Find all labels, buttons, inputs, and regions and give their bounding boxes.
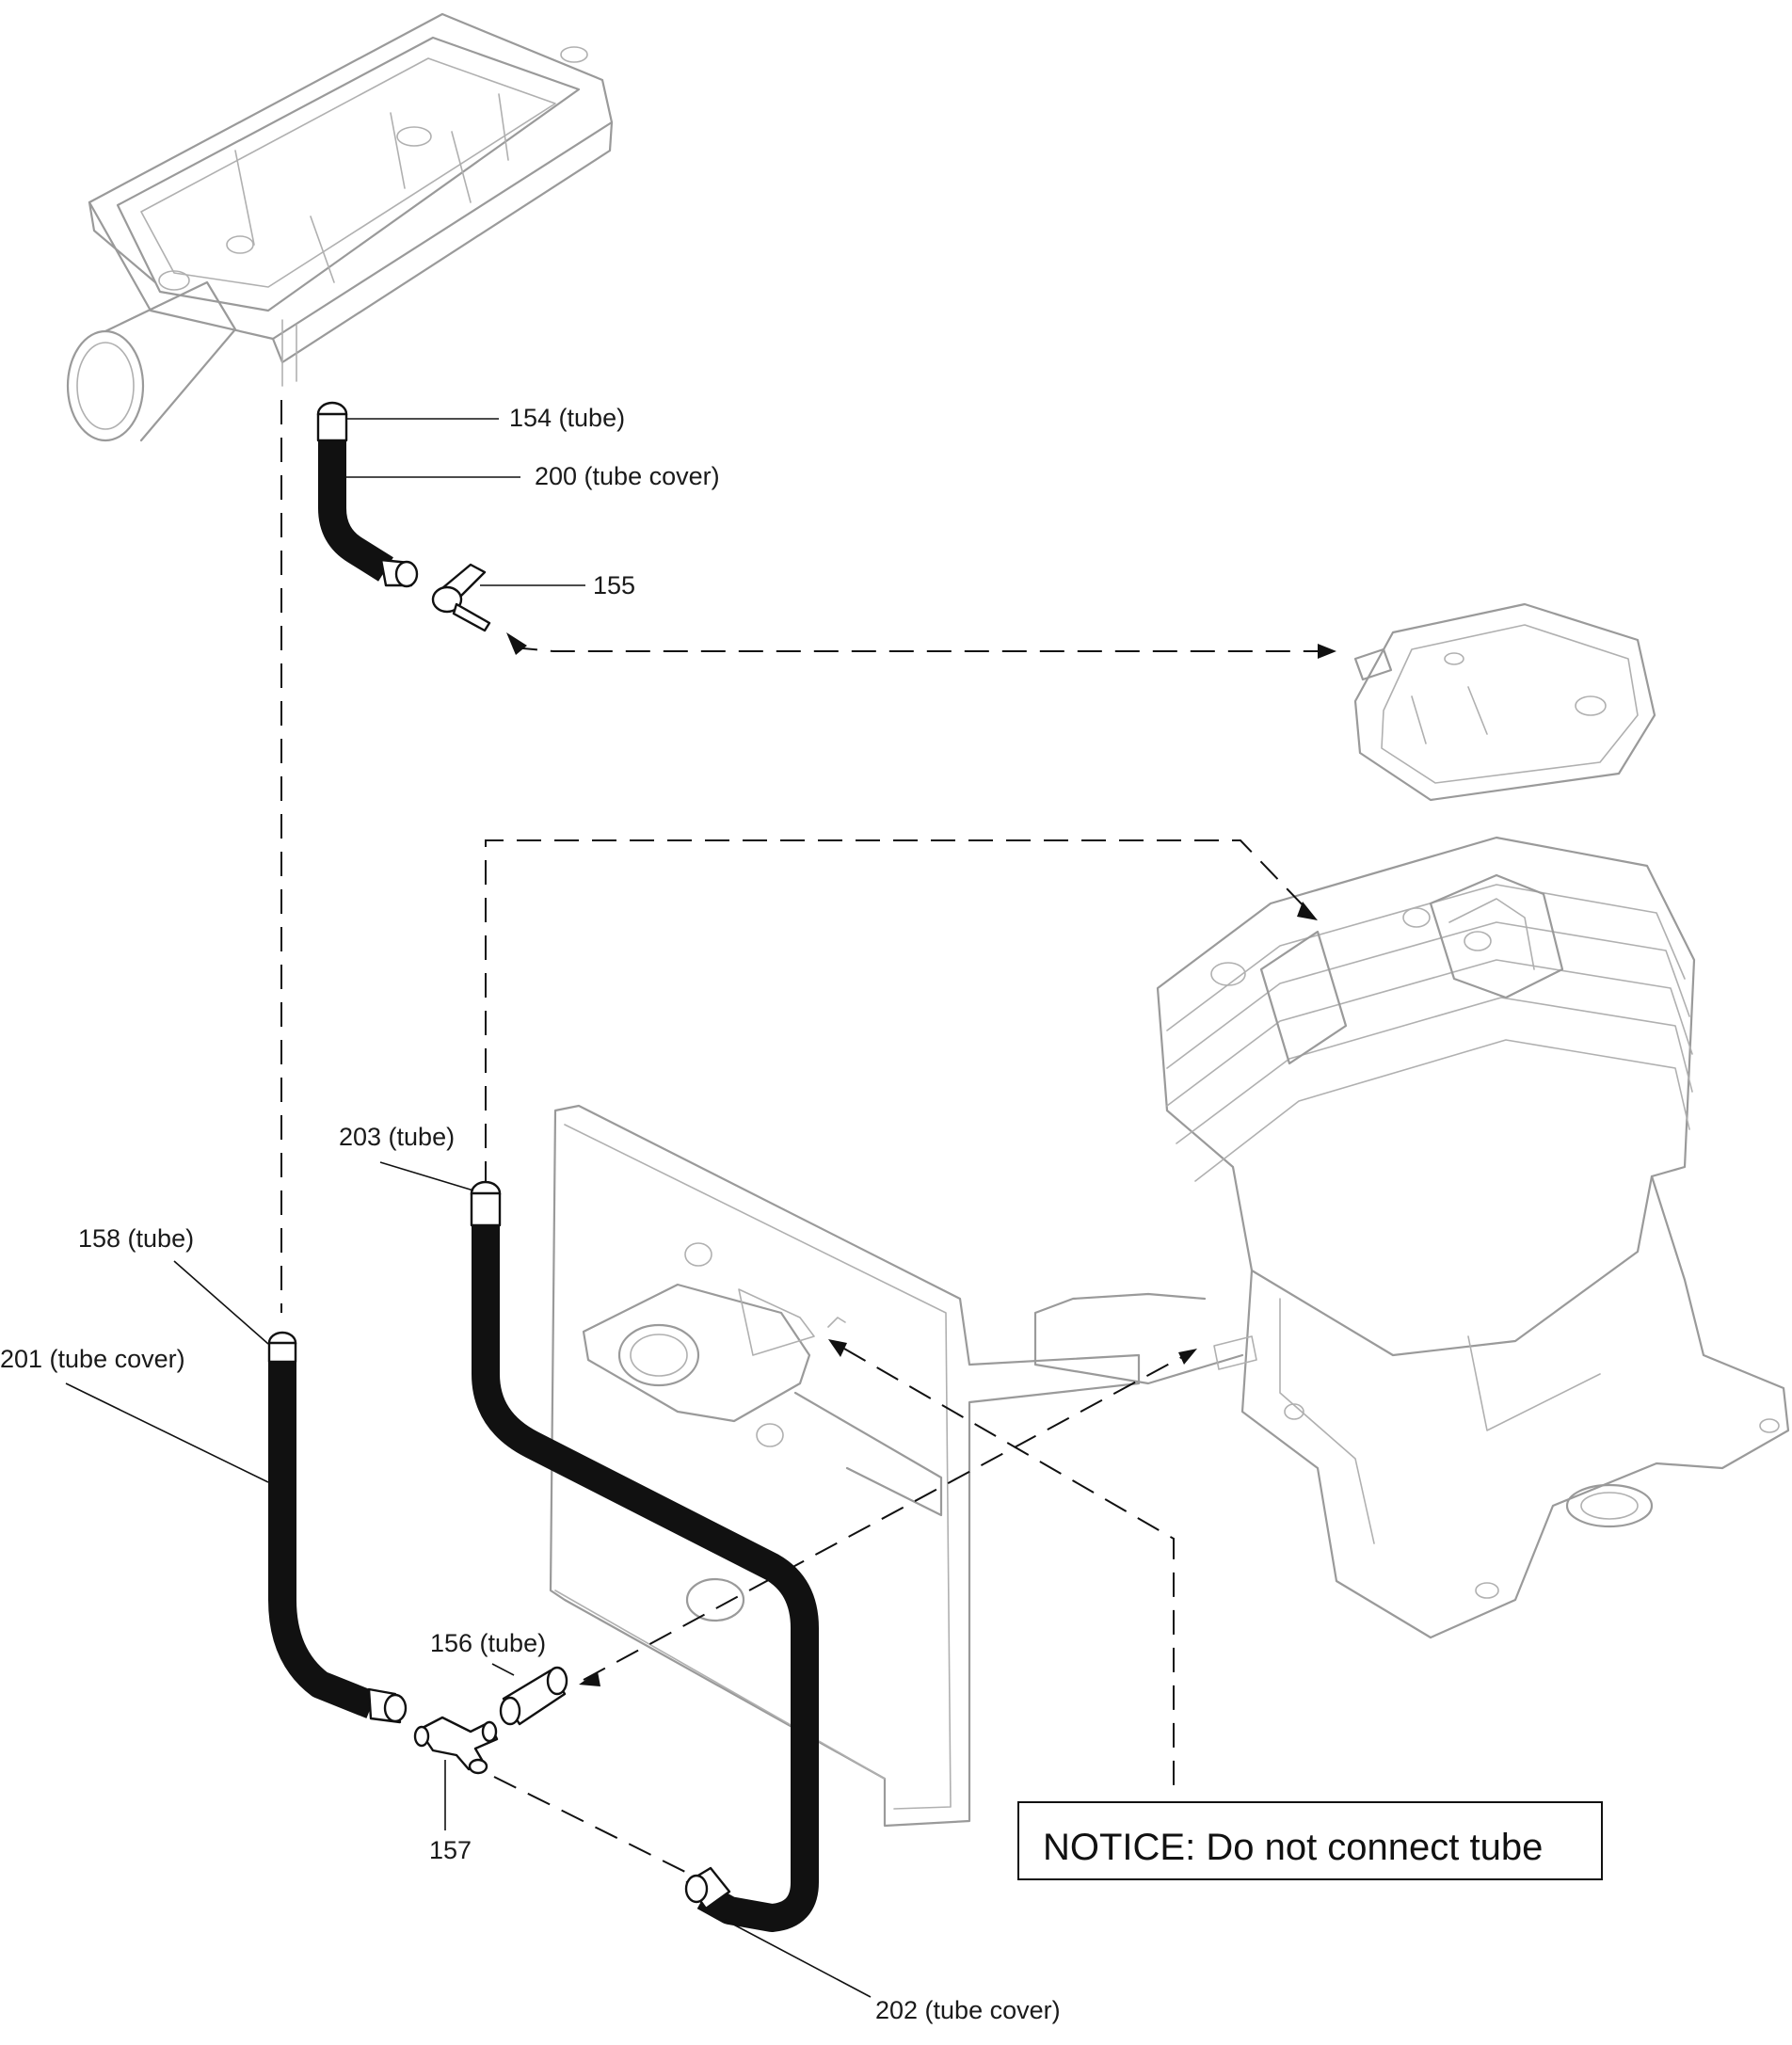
blower-housing [549,1104,1141,1828]
notice-text: NOTICE: Do not connect tube [1043,1827,1543,1868]
tube-158-assembly[interactable] [267,1331,408,1724]
leader-201 [65,1382,269,1483]
tube-cover-201 [268,1360,377,1718]
tube-cover-200 [318,438,393,582]
label-156: 156 (tube) [430,1629,546,1657]
dash-line-156-to-crankcase [583,1351,1192,1681]
notice-box: NOTICE: Do not connect tube [1017,1801,1603,1880]
leader-lines [65,418,872,1998]
tube-156[interactable] [499,1666,568,1726]
leader-158 [173,1260,269,1345]
dash-line-203-to-head [485,839,1309,1186]
leader-156 [491,1663,515,1676]
arrowhead-crankcase [1178,1349,1197,1365]
tube-cover-202 [472,1223,819,1932]
dash-line-shroud-to-notice [843,1348,1175,1788]
leader-203 [379,1161,474,1191]
assembly-lines [280,400,1336,1878]
dash-line-155-to-rocker-cover [512,647,1322,652]
dash-line-157-to-202 [493,1776,697,1878]
arrowhead-155 [506,632,527,655]
arrowhead-shroud-port [828,1339,847,1357]
arrowhead-head [1297,902,1318,920]
leader-202 [724,1919,872,1998]
tee-fitting-157[interactable] [413,1716,499,1775]
label-155: 155 [593,571,635,599]
label-201: 201 (tube cover) [0,1345,185,1373]
label-202: 202 (tube cover) [875,1996,1061,2024]
fitting-155[interactable] [431,563,491,632]
label-203: 203 (tube) [339,1123,455,1151]
label-154: 154 (tube) [509,404,625,432]
arrowhead-156 [579,1671,600,1686]
tube-203-assembly[interactable] [470,1180,819,1932]
label-200: 200 (tube cover) [535,462,720,490]
label-157: 157 [429,1836,472,1864]
rocker-cover [1353,602,1656,802]
air-cleaner-base [66,12,614,442]
tube-154-assembly[interactable] [316,401,419,588]
callout-labels: 154 (tube) 200 (tube cover) 155 203 (tub… [0,404,1061,2024]
engine-block [1033,836,1790,1639]
label-158: 158 (tube) [78,1224,194,1253]
arrowhead-rocker-cover [1318,644,1336,659]
